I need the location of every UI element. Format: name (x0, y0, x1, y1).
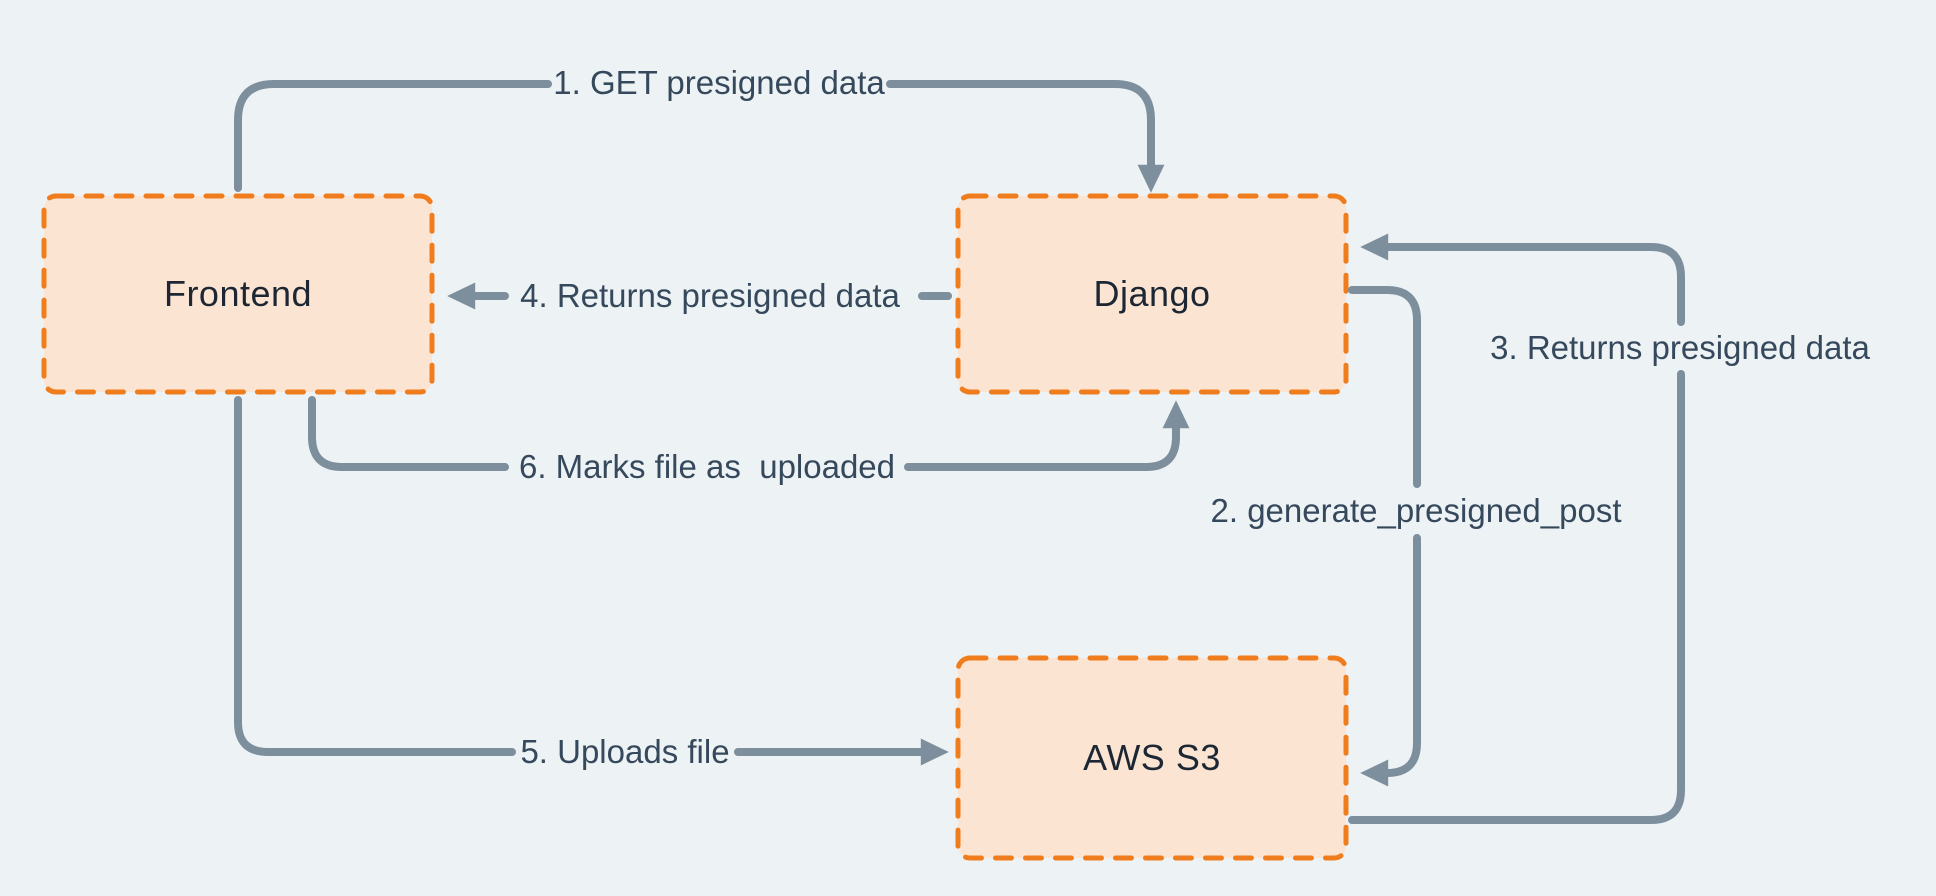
edge-4-label: 4. Returns presigned data (520, 277, 900, 314)
edge-6-segment-end (904, 400, 1190, 471)
edge-2-generate-presigned-post (1348, 286, 1421, 787)
edge-5-label: 5. Uploads file (520, 733, 730, 770)
edge-3-segment-end (1360, 233, 1685, 326)
edge-6-segment-start (308, 396, 509, 471)
node-aws-s3-box (955, 655, 1349, 861)
node-aws-s3 (955, 655, 1349, 861)
edge-5-uploads-file (234, 396, 949, 766)
edge-1-segment-end (886, 80, 1165, 193)
node-django (955, 193, 1349, 395)
edge-2-label: 2. generate_presigned_post (1210, 492, 1622, 529)
node-frontend-box (41, 193, 435, 395)
edge-2-segment-start (1348, 286, 1421, 488)
edge-3-returns-presigned-data (1348, 233, 1685, 824)
edge-2-segment-end (1360, 534, 1421, 787)
node-django-box (955, 193, 1349, 395)
edge-6-marks-file-as-uploaded (308, 396, 1190, 471)
edge-1-segment-start (234, 80, 552, 192)
edge-3-label: 3. Returns presigned data (1490, 329, 1870, 366)
edge-3-segment-start (1348, 370, 1685, 824)
node-django-label: Django (1093, 273, 1211, 314)
node-aws-s3-label: AWS S3 (1083, 737, 1221, 778)
node-frontend-label: Frontend (163, 273, 313, 314)
edge-1-get-presigned-data (234, 80, 1165, 193)
edge-6-label: 6. Marks file as uploaded (518, 448, 896, 485)
edge-1-label: 1. GET presigned data (553, 64, 885, 101)
edge-5-segment-start (234, 396, 516, 756)
node-frontend (41, 193, 435, 395)
